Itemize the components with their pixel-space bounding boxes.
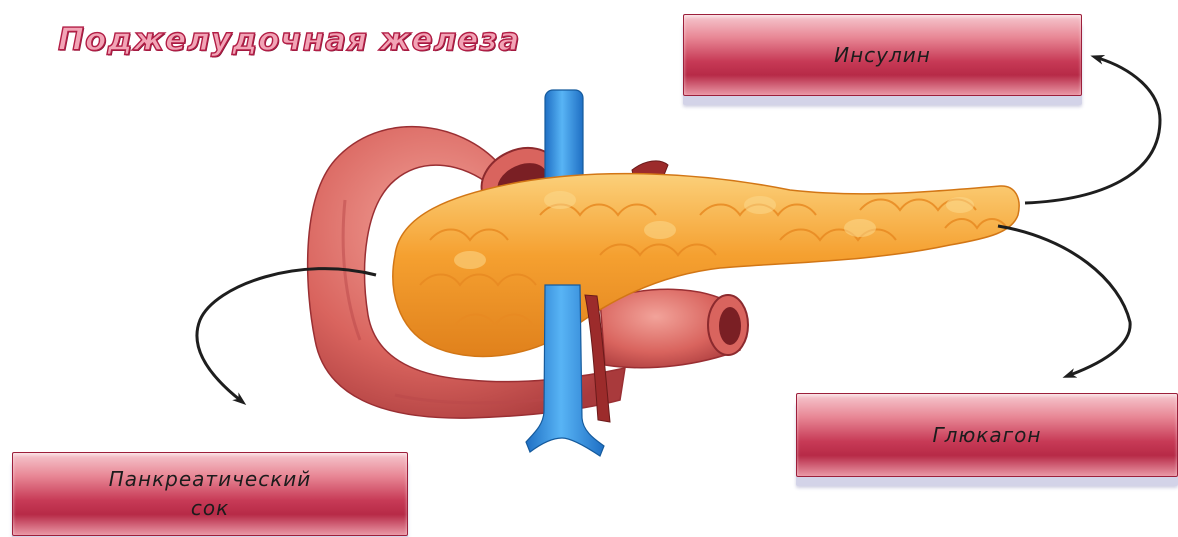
pancreatic-juice-label-box: Панкреатический сок xyxy=(12,452,408,536)
insulin-label: Инсулин xyxy=(834,41,931,70)
arrow-to-glucagon xyxy=(998,226,1130,375)
diagram-title: Поджелудочная железа xyxy=(58,22,520,58)
glucagon-label-box: Глюкагон xyxy=(796,393,1178,477)
pancreatic-juice-label: Панкреатический сок xyxy=(109,465,312,523)
insulin-label-box: Инсулин xyxy=(683,14,1082,96)
glucagon-label: Глюкагон xyxy=(933,421,1042,450)
